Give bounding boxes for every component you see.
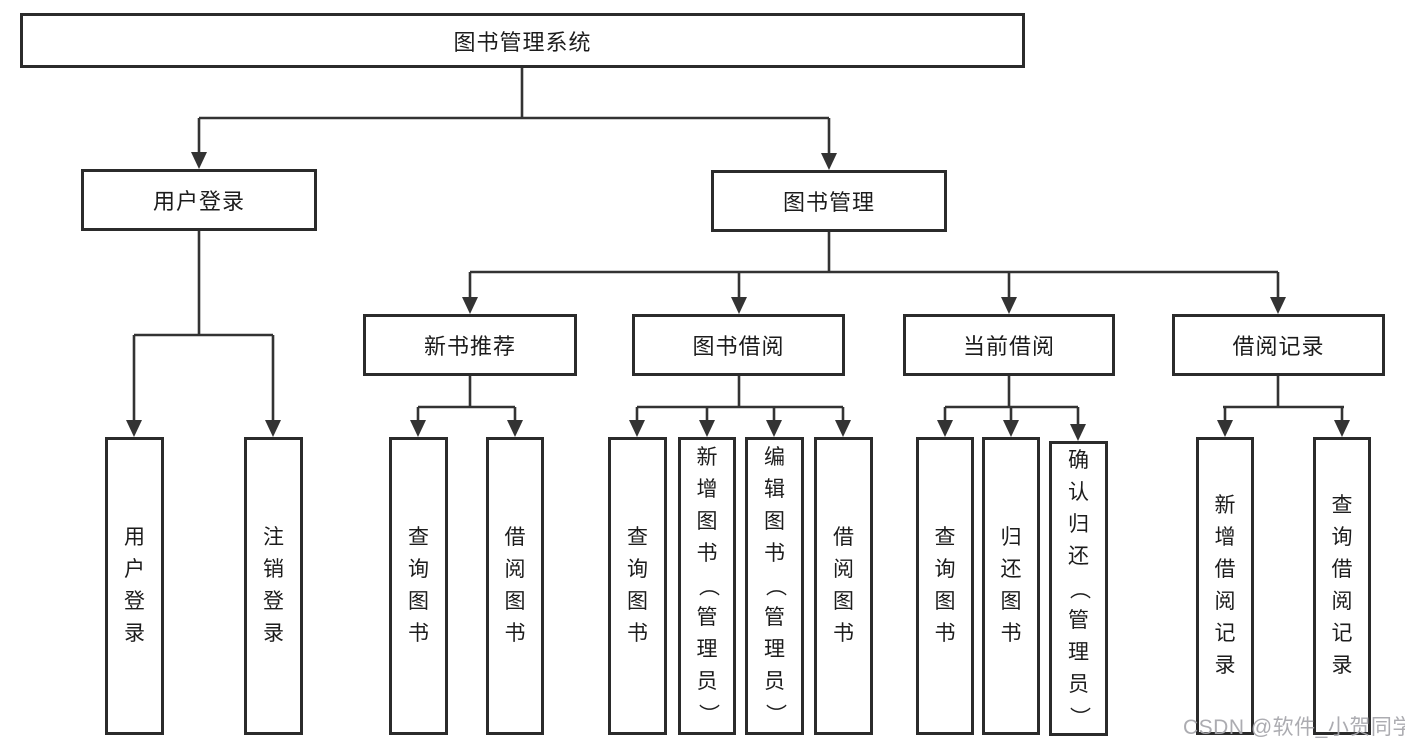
node-query-books-1: 查询图书 — [389, 437, 448, 735]
node-label: 借阅图书 — [504, 526, 526, 645]
node-book-management-system: 图书管理系统 — [20, 13, 1025, 68]
node-label: 图书管理系统 — [453, 29, 592, 55]
node-query-books-3: 查询图书 — [916, 437, 974, 735]
node-label: 图书借阅 — [692, 334, 785, 359]
node-return-book: 归还图书 — [982, 437, 1040, 735]
node-add-book-admin: 新增图书（管理员） — [678, 437, 736, 735]
node-edit-book-admin: 编辑图书（管理员） — [745, 437, 804, 735]
node-label: 当前借阅 — [962, 334, 1055, 359]
node-label: 借阅记录 — [1232, 334, 1325, 359]
node-label: 确认归还（管理员） — [1067, 448, 1091, 728]
node-label: 查询图书 — [934, 526, 956, 645]
node-label: 用户登录 — [152, 189, 245, 214]
node-book-management: 图书管理 — [711, 170, 947, 232]
node-borrow-books-1: 借阅图书 — [486, 437, 544, 735]
node-label: 用户登录 — [124, 526, 145, 645]
node-label: 注销登录 — [263, 526, 284, 645]
node-borrowing-records: 借阅记录 — [1172, 314, 1385, 376]
node-user-login-leaf: 用户登录 — [105, 437, 164, 735]
node-label: 图书管理 — [782, 190, 875, 215]
node-label: 新书推荐 — [423, 334, 516, 359]
node-label: 借阅图书 — [833, 526, 854, 645]
node-label: 查询借阅记录 — [1331, 494, 1353, 677]
node-book-borrowing: 图书借阅 — [632, 314, 845, 376]
node-label: 查询图书 — [408, 526, 429, 645]
node-new-book-recommend: 新书推荐 — [363, 314, 577, 376]
node-user-login: 用户登录 — [81, 169, 317, 231]
node-add-borrow-record: 新增借阅记录 — [1196, 437, 1254, 735]
node-confirm-return-admin: 确认归还（管理员） — [1049, 441, 1108, 736]
node-current-borrowing: 当前借阅 — [903, 314, 1115, 376]
csdn-watermark: CSDN @软件_小贺同学 — [1183, 716, 1405, 739]
node-query-borrow-record: 查询借阅记录 — [1313, 437, 1371, 735]
node-query-books-2: 查询图书 — [608, 437, 667, 735]
node-label: 新增借阅记录 — [1214, 494, 1236, 677]
node-label: 新增图书（管理员） — [696, 446, 719, 725]
node-label: 查询图书 — [627, 526, 648, 645]
node-label: 归还图书 — [1000, 526, 1022, 645]
node-label: 编辑图书（管理员） — [763, 446, 787, 725]
node-logout: 注销登录 — [244, 437, 303, 735]
node-borrow-books-2: 借阅图书 — [814, 437, 873, 735]
